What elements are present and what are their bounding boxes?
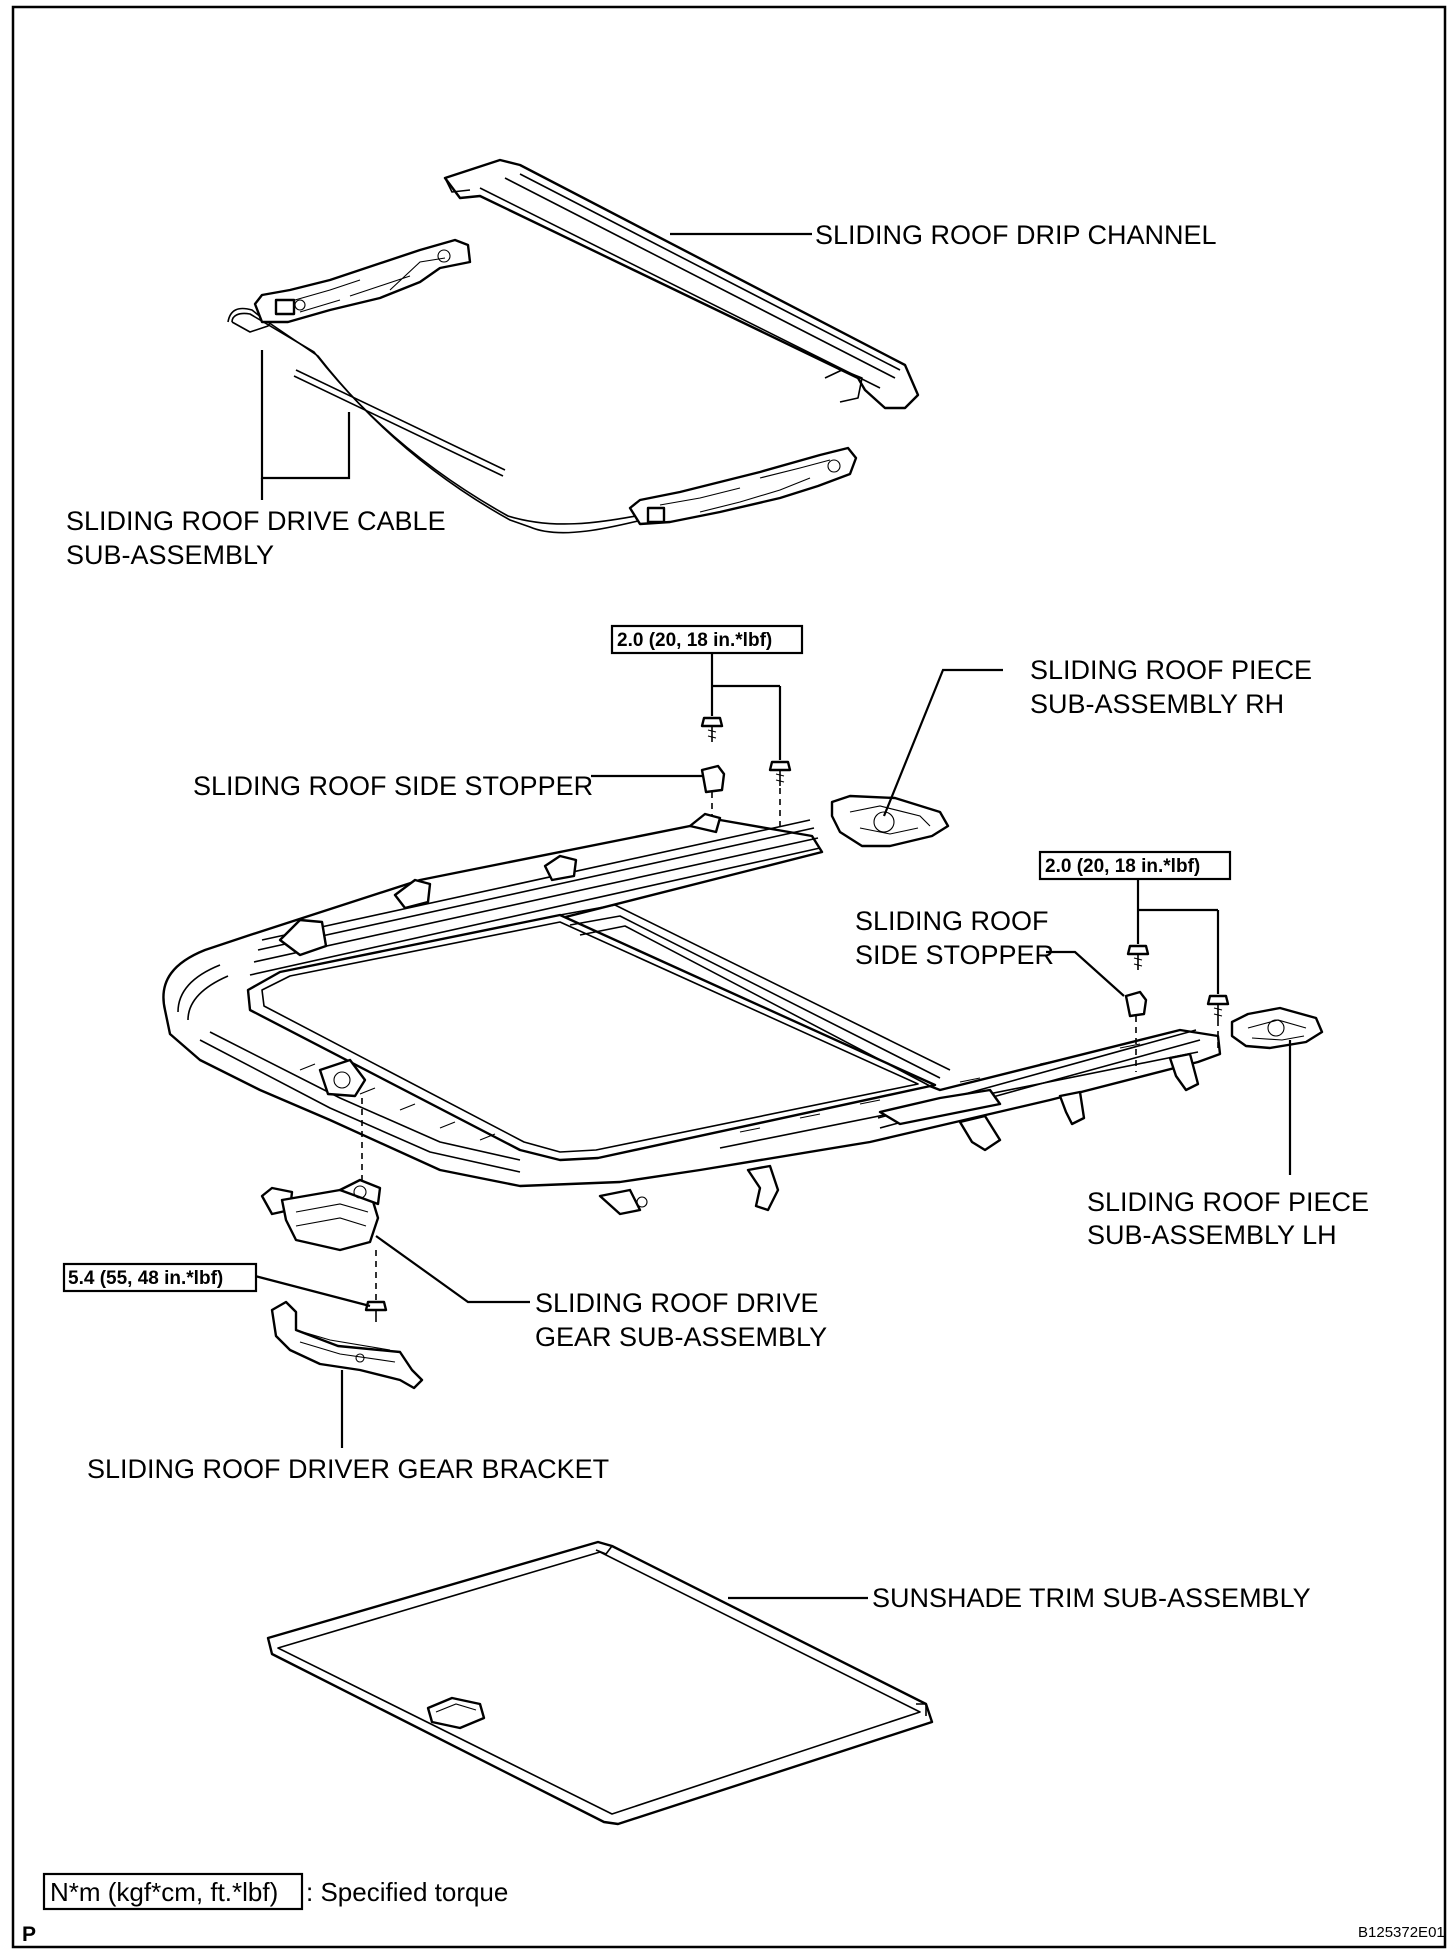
label-drive-cable-line2: SUB-ASSEMBLY (66, 540, 274, 570)
footer-page-mark: P (22, 1923, 36, 1946)
gear-bracket-bolt (364, 1300, 388, 1322)
drip-channel-part (443, 158, 920, 410)
drive-cable-part (227, 238, 858, 534)
label-piece-lh-line1: SLIDING ROOF PIECE (1087, 1187, 1369, 1217)
footer-figure-code: B125372E01 (1358, 1924, 1445, 1941)
right-fastener-group (1124, 878, 1230, 1072)
torque-upper-box (610, 624, 804, 655)
legend-text: : Specified torque (306, 1877, 508, 1907)
torque-bracket: 5.4 (55, 48 in.*lbf) (62, 1262, 258, 1293)
sunshade-trim-part (266, 1540, 934, 1826)
upper-fastener-group (700, 652, 792, 850)
driver-gear-bracket-part (270, 1300, 424, 1390)
label-drive-cable-line1: SLIDING ROOF DRIVE CABLE (66, 506, 446, 536)
piece-lh-part (1230, 1006, 1324, 1050)
label-drive-gear-line2: GEAR SUB-ASSEMBLY (535, 1322, 827, 1352)
legend-unit: N*m (kgf*cm, ft.*lbf) (50, 1877, 278, 1907)
label-sunshade: SUNSHADE TRIM SUB-ASSEMBLY (872, 1583, 1311, 1613)
torque-right: 2.0 (20, 18 in.*lbf) (1038, 850, 1232, 881)
label-side-stopper-right-line2: SIDE STOPPER (855, 940, 1054, 970)
torque-right-box (1038, 850, 1232, 881)
torque-upper: 2.0 (20, 18 in.*lbf) (610, 624, 804, 655)
label-side-stopper-right-line1: SLIDING ROOF (855, 906, 1049, 936)
leader-lines (254, 232, 1292, 1600)
diagram-frame (11, 5, 1447, 1949)
label-piece-rh-line1: SLIDING ROOF PIECE (1030, 655, 1312, 685)
torque-right-text: 2.0 (20, 18 in.*lbf) (1045, 856, 1200, 877)
label-gear-bracket: SLIDING ROOF DRIVER GEAR BRACKET (87, 1454, 609, 1484)
drive-gear-part (260, 1178, 382, 1252)
torque-bracket-box (62, 1262, 258, 1293)
torque-upper-text: 2.0 (20, 18 in.*lbf) (617, 630, 772, 651)
legend: N*m (kgf*cm, ft.*lbf) : Specified torque (42, 1872, 508, 1911)
label-drip-channel: SLIDING ROOF DRIP CHANNEL (815, 220, 1217, 250)
sliding-roof-housing-part (162, 812, 1222, 1216)
part-labels: SLIDING ROOF DRIP CHANNEL SLIDING ROOF D… (66, 220, 1369, 1613)
piece-rh-part (830, 794, 950, 848)
label-piece-rh-line2: SUB-ASSEMBLY RH (1030, 689, 1284, 719)
label-drive-gear-line1: SLIDING ROOF DRIVE (535, 1288, 819, 1318)
label-side-stopper-left: SLIDING ROOF SIDE STOPPER (193, 771, 593, 801)
legend-unit-box (42, 1872, 304, 1911)
torque-bracket-text: 5.4 (55, 48 in.*lbf) (68, 1268, 223, 1289)
label-piece-lh-line2: SUB-ASSEMBLY LH (1087, 1220, 1337, 1250)
